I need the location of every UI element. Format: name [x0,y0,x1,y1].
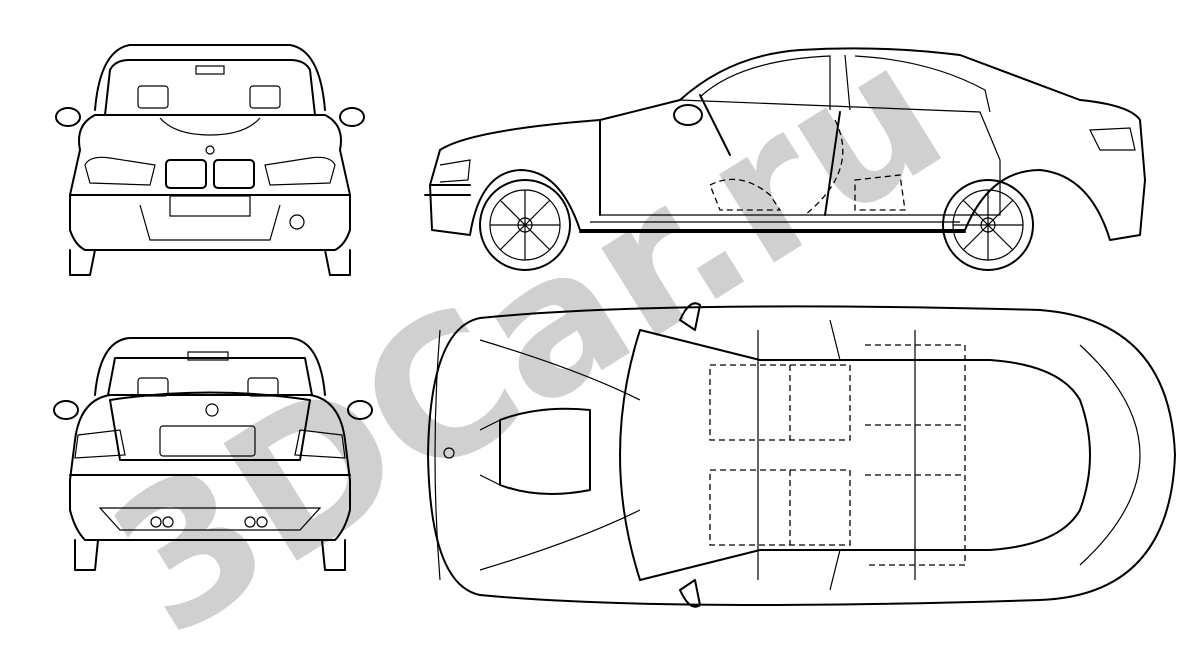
top-view [427,302,1176,608]
side-view [424,47,1146,271]
front-view [55,44,365,276]
watermark: 3DCar.ru [77,0,979,666]
rear-view [53,337,373,571]
